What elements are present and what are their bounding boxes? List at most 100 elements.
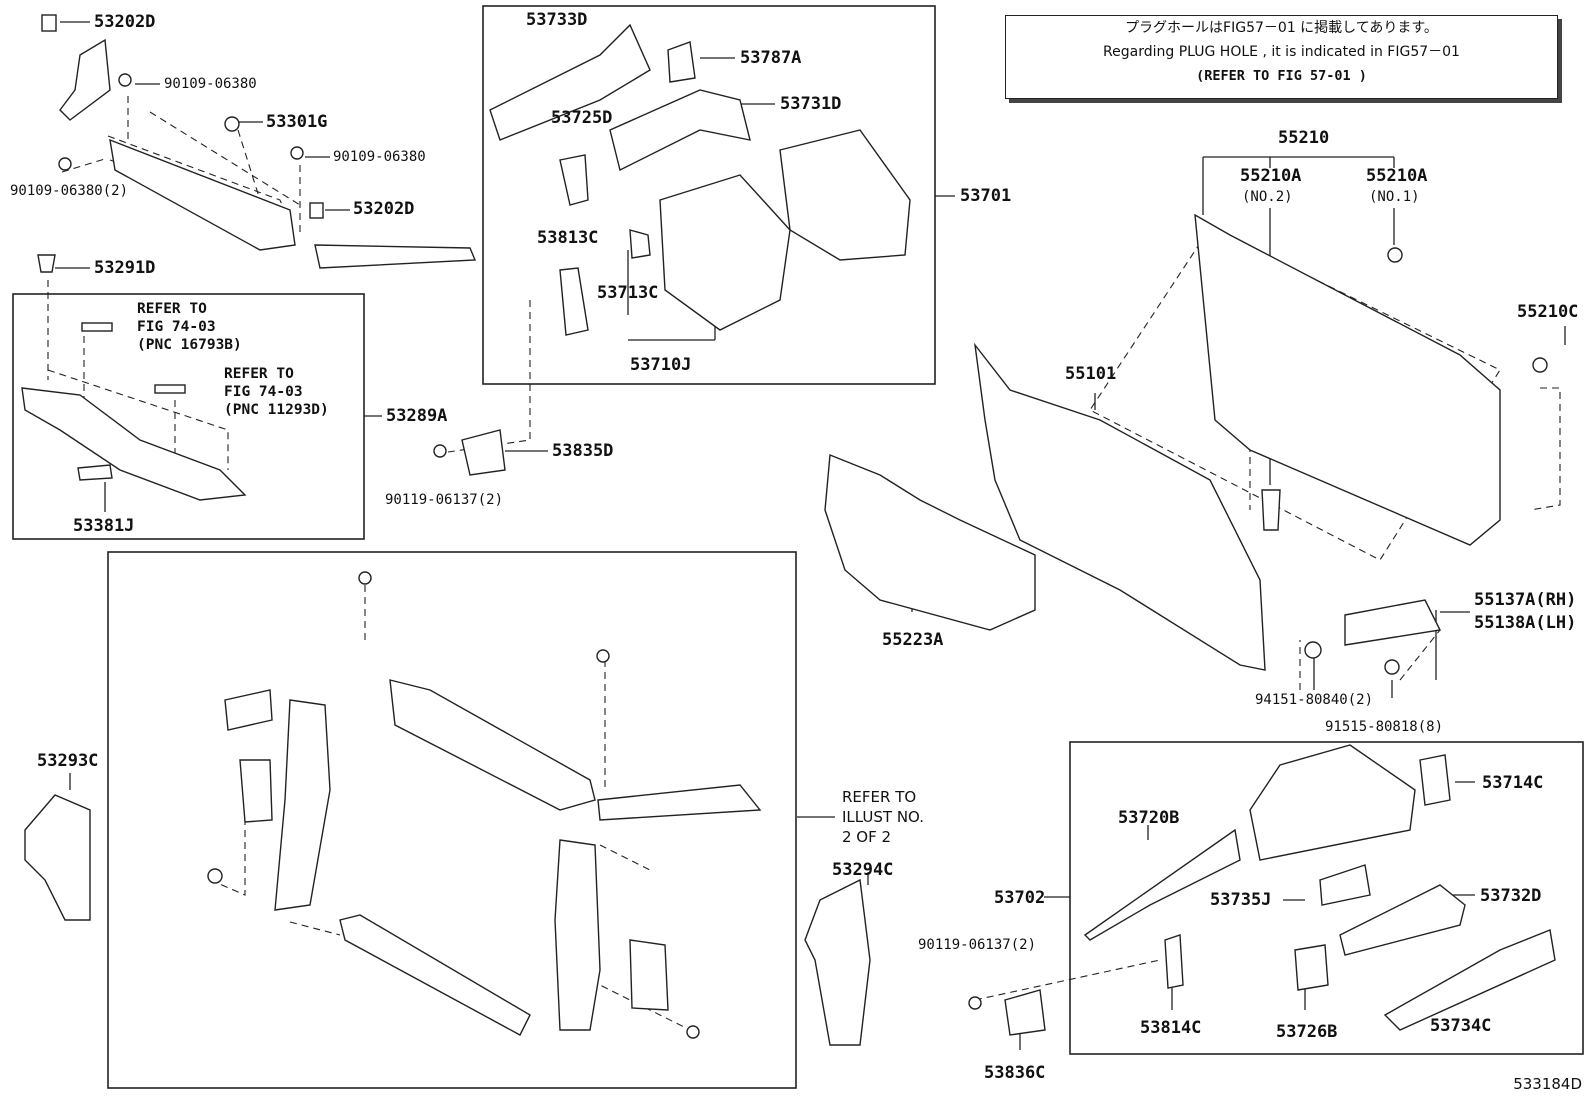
part-53836C — [1004, 989, 1046, 1036]
label-91515-80818[interactable]: 91515-80818(8) — [1325, 719, 1444, 735]
refer-note-1-line2: FIG 74-03 — [137, 319, 216, 335]
label-55210A-no2[interactable]: 55210A — [1240, 166, 1302, 186]
label-53720B[interactable]: 53720B — [1118, 808, 1180, 828]
label-55210C[interactable]: 55210C — [1517, 302, 1579, 322]
label-53289A[interactable]: 53289A — [386, 406, 448, 426]
label-53202D-b[interactable]: 53202D — [353, 199, 415, 219]
label-90119-06137-a[interactable]: 90119-06137(2) — [385, 492, 504, 508]
part-bolt-grp-d — [686, 1025, 700, 1039]
part-bracket-b — [239, 759, 273, 823]
figure-id: 533184D — [1513, 1075, 1582, 1093]
part-hood-lock-support — [597, 784, 762, 821]
label-53202D-a[interactable]: 53202D — [94, 12, 156, 32]
part-53301G-clip — [224, 116, 240, 132]
label-53294C[interactable]: 53294C — [832, 860, 894, 880]
part-90109-bolt-b — [290, 146, 304, 160]
label-90109-06380-2[interactable]: 90109-06380(2) — [10, 183, 129, 199]
label-53731D[interactable]: 53731D — [780, 94, 842, 114]
label-53725D[interactable]: 53725D — [551, 108, 613, 128]
part-53294C — [804, 878, 871, 1046]
part-53732D — [1339, 884, 1466, 956]
label-90109-06380-b[interactable]: 90109-06380 — [333, 149, 426, 165]
label-53787A[interactable]: 53787A — [740, 48, 802, 68]
part-53835D — [461, 429, 506, 476]
refer-note-3-line3: 2 OF 2 — [842, 828, 892, 846]
part-53289A-cover — [21, 387, 247, 501]
label-90119-06137-b[interactable]: 90119-06137(2) — [918, 937, 1037, 953]
part-55101-dash — [973, 342, 1266, 671]
notice-line-japanese: プラグホールはFIG57－01 に掲載してあります。 — [1125, 20, 1438, 36]
part-support-side-left — [274, 699, 331, 911]
label-53734C[interactable]: 53734C — [1430, 1016, 1492, 1036]
label-53710J[interactable]: 53710J — [630, 355, 692, 375]
part-53814C — [1164, 934, 1184, 989]
part-55137A-bracket — [1344, 599, 1442, 646]
part-53735J — [1319, 864, 1371, 906]
label-55138A[interactable]: 55138A(LH) — [1474, 613, 1577, 633]
label-53713C[interactable]: 53713C — [597, 283, 659, 303]
part-90109-bolt-a — [118, 73, 132, 87]
label-90109-06380-a[interactable]: 90109-06380 — [164, 76, 257, 92]
label-53836C[interactable]: 53836C — [984, 1063, 1046, 1083]
label-53701[interactable]: 53701 — [960, 186, 1012, 206]
label-no1: (NO.1) — [1369, 189, 1420, 205]
label-53735J[interactable]: 53735J — [1210, 890, 1272, 910]
part-55223A-insulator — [824, 454, 1036, 631]
part-53734C — [1383, 929, 1556, 1031]
label-55223A[interactable]: 55223A — [882, 630, 944, 650]
refer-note-2-line2: FIG 74-03 — [224, 384, 303, 400]
part-bolt-grp-b — [358, 571, 372, 585]
label-no2: (NO.2) — [1242, 189, 1293, 205]
refer-note-2-line1: REFER TO — [224, 366, 294, 382]
part-bolt-grp-c — [596, 649, 610, 663]
box-53293C-group — [107, 551, 797, 1089]
label-53291D[interactable]: 53291D — [94, 258, 156, 278]
box-53702-group — [1069, 741, 1584, 1055]
label-55101[interactable]: 55101 — [1065, 364, 1117, 384]
part-53202D-clip — [41, 14, 57, 32]
part-90119-bolt-b — [968, 996, 982, 1010]
refer-note-1-line1: REFER TO — [137, 301, 207, 317]
part-53702-apron — [1249, 744, 1416, 861]
part-53202D-bar — [314, 244, 477, 269]
label-53813C[interactable]: 53813C — [537, 228, 599, 248]
label-53732D[interactable]: 53732D — [1480, 886, 1542, 906]
part-53710J — [659, 174, 791, 331]
part-90109-bolt-c — [58, 157, 72, 171]
label-53714C[interactable]: 53714C — [1482, 773, 1544, 793]
label-53814C[interactable]: 53814C — [1140, 1018, 1202, 1038]
label-53301G[interactable]: 53301G — [266, 112, 328, 132]
part-53202D-clip-b — [309, 202, 324, 219]
part-support-side-right — [554, 839, 601, 1031]
part-55210A-no2 — [1261, 489, 1281, 531]
box-53701-group — [482, 5, 936, 385]
part-91515-bolt — [1384, 659, 1400, 675]
part-bolt-grp-a — [207, 868, 223, 884]
label-55210A-no1[interactable]: 55210A — [1366, 166, 1428, 186]
part-53381J-pad — [77, 464, 113, 481]
refer-note-2-line3: (PNC 11293D) — [224, 402, 329, 418]
part-53293C — [24, 794, 91, 921]
label-53381J[interactable]: 53381J — [73, 516, 135, 536]
label-53702[interactable]: 53702 — [994, 888, 1046, 908]
part-53726B — [1294, 944, 1329, 991]
label-53835D[interactable]: 53835D — [552, 441, 614, 461]
part-refer-pad-b — [154, 384, 186, 394]
part-support-upper — [389, 679, 596, 811]
part-53725D — [559, 154, 589, 206]
part-support-lower — [339, 914, 531, 1036]
label-55137A[interactable]: 55137A(RH) — [1474, 590, 1577, 610]
label-55210[interactable]: 55210 — [1278, 128, 1330, 148]
part-55210-silencer — [1194, 213, 1501, 546]
part-53713C — [629, 229, 651, 259]
label-94151-80840[interactable]: 94151-80840(2) — [1255, 692, 1374, 708]
label-53733D[interactable]: 53733D — [526, 10, 588, 30]
part-53701-apron — [779, 129, 911, 261]
part-bracket-c — [224, 689, 273, 731]
label-53726B[interactable]: 53726B — [1276, 1022, 1338, 1042]
label-53293C[interactable]: 53293C — [37, 751, 99, 771]
part-53714C — [1419, 754, 1451, 806]
part-refer-pad-a — [81, 322, 113, 332]
part-53202D-bracket — [59, 38, 111, 121]
